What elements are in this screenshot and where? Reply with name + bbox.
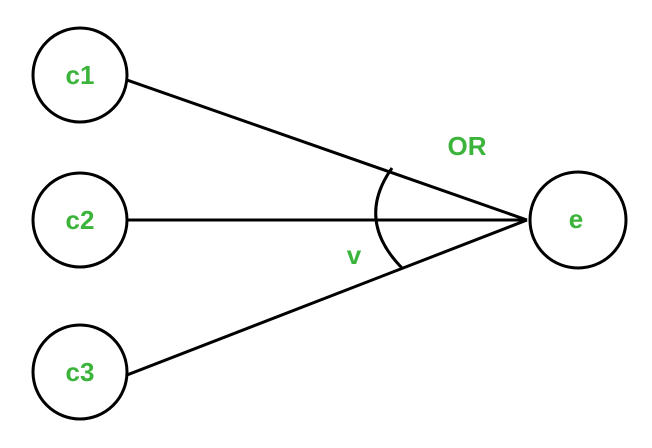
v-label: v	[347, 240, 362, 270]
edge-c3-e	[126, 218, 528, 377]
or-label: OR	[448, 131, 487, 161]
node-c2-label: c2	[66, 205, 95, 235]
edge-c1-e	[126, 78, 528, 222]
node-e	[528, 170, 628, 270]
node-c3	[31, 323, 129, 421]
node-c1-label: c1	[66, 60, 95, 90]
node-e-label: e	[569, 204, 583, 234]
node-c1	[31, 26, 129, 124]
node-c2	[31, 171, 129, 269]
node-c3-label: c3	[66, 357, 95, 387]
or-arc	[374, 167, 404, 270]
